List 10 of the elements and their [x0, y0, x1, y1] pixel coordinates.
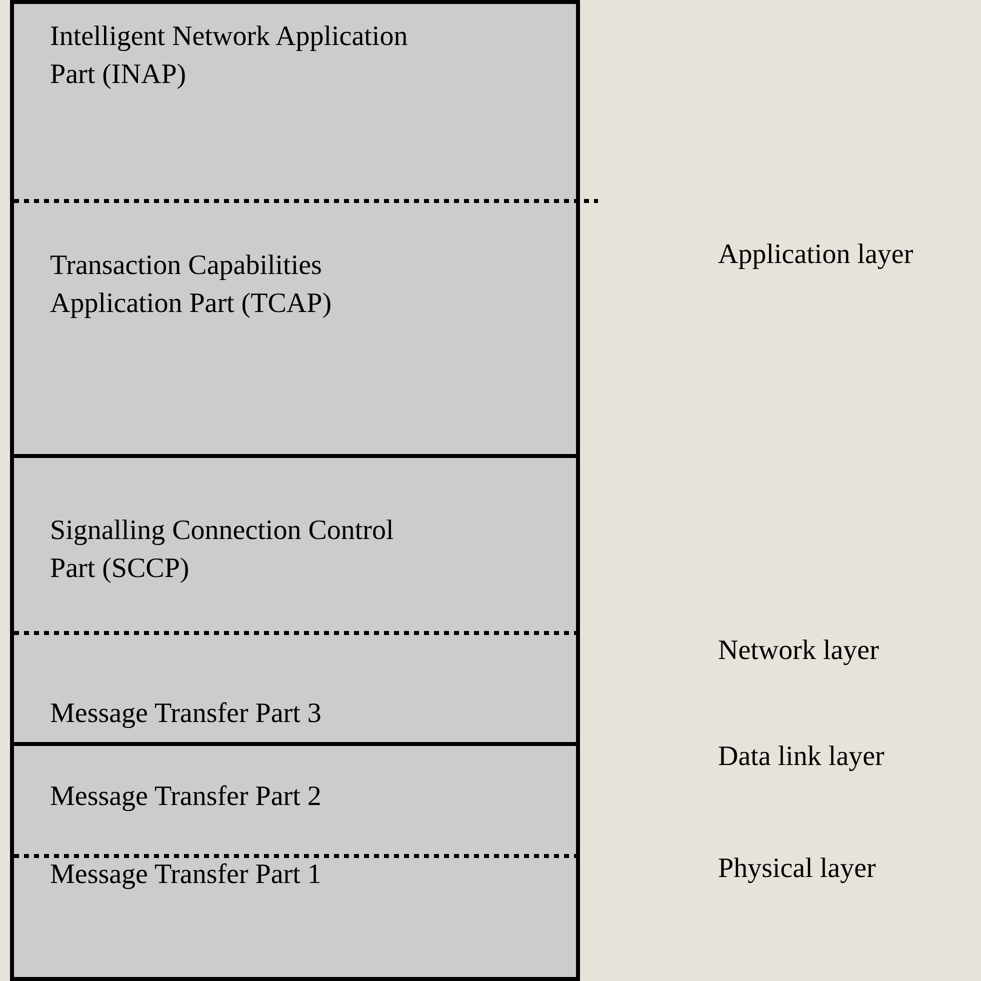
- protocol-name: Message Transfer Part 3: [50, 697, 322, 731]
- layer-label: Application layer: [718, 238, 914, 272]
- protocol-name: Message Transfer Part 2: [50, 780, 322, 814]
- layer-label: Data link layer: [718, 740, 884, 774]
- layer-label: Physical layer: [718, 852, 876, 886]
- protocol-name: Intelligent Network Application Part (INAP): [50, 20, 409, 92]
- protocol-name: Signalling Connection Control Part (SCCP): [50, 514, 395, 586]
- layer-label: Network layer: [718, 634, 879, 668]
- protocol-name: Message Transfer Part 1: [50, 858, 322, 892]
- protocol-name: Transaction Capabilities Application Part (TCAP): [50, 249, 333, 321]
